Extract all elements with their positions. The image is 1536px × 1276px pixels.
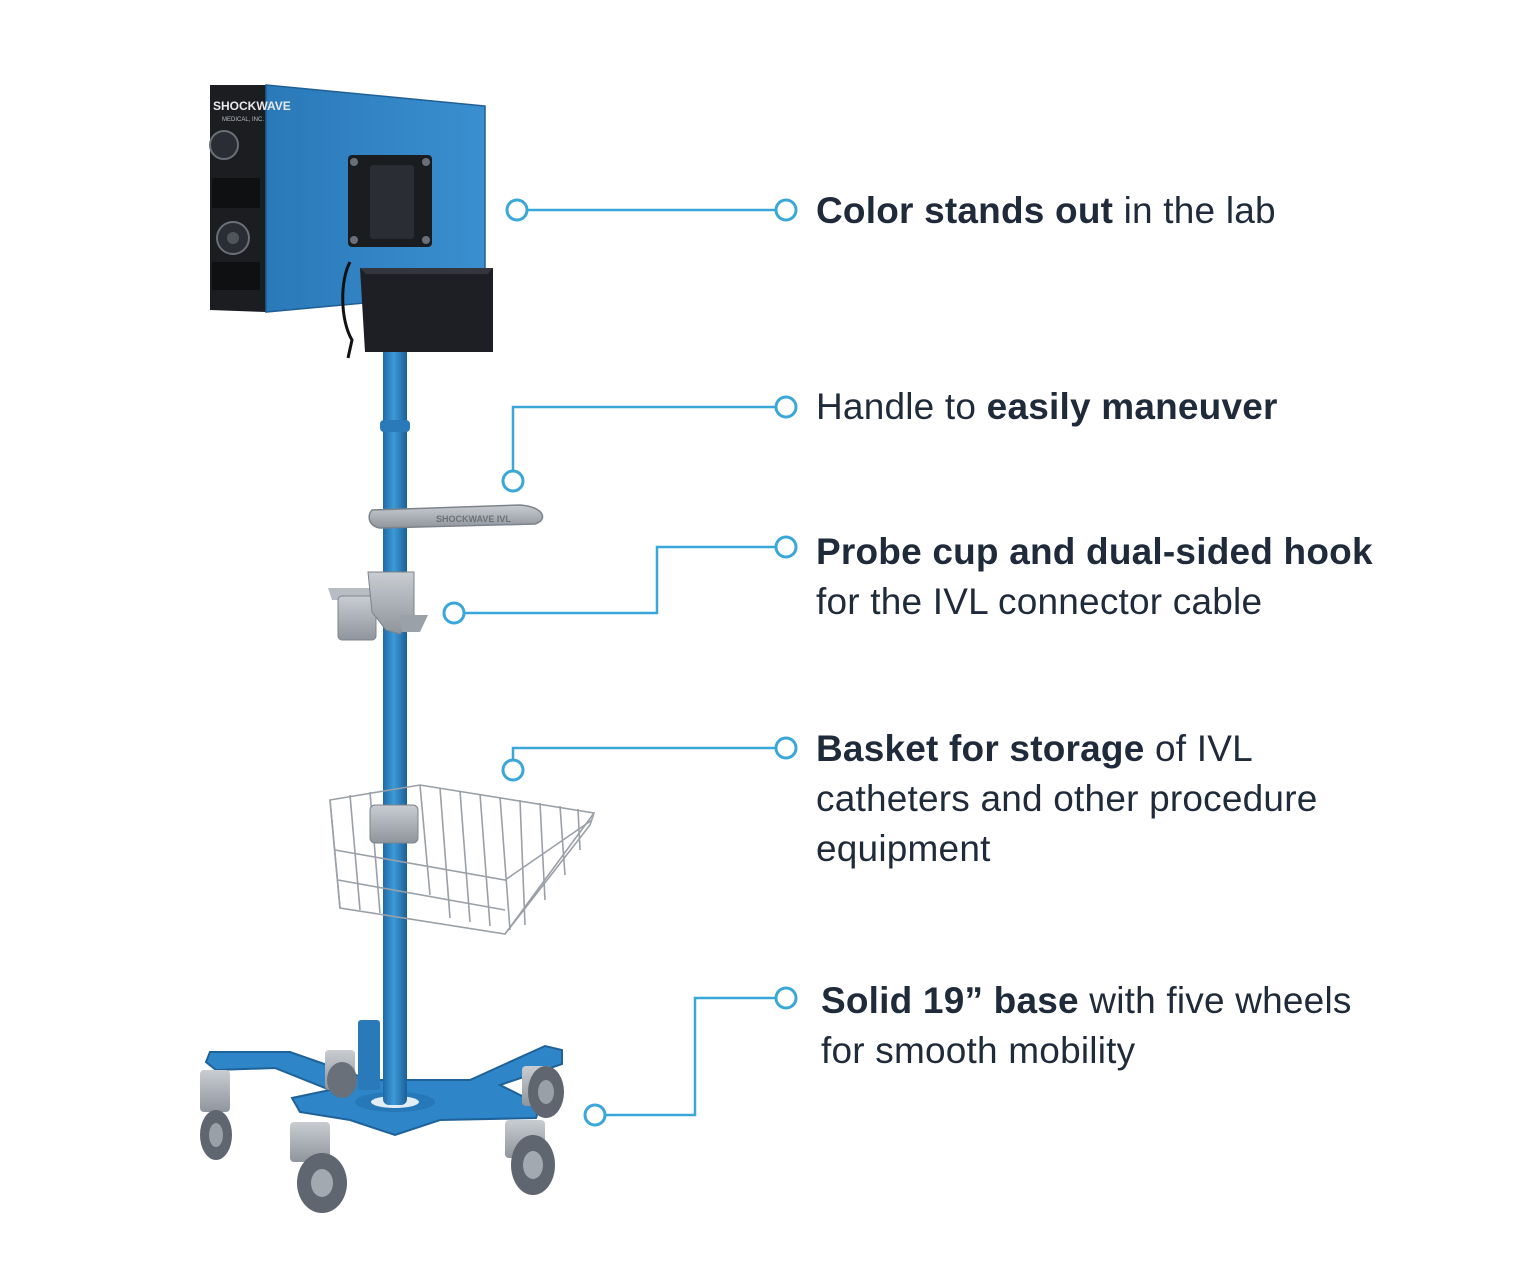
monitor-subbrand: MEDICAL, INC. — [222, 117, 264, 123]
wheel-icon — [505, 1120, 555, 1195]
handle-brand: SHOCKWAVE IVL — [436, 514, 511, 524]
callout-color-bold: Color stands out — [816, 190, 1114, 231]
callout-handle-pre: Handle to — [816, 386, 987, 427]
dot-icon — [774, 986, 798, 1010]
callout-base-bold: Solid 19” base — [821, 980, 1079, 1021]
callout-base: Solid 19” base with five wheels for smoo… — [821, 976, 1352, 1076]
wheel-icon — [325, 1050, 357, 1098]
callout-color: Color stands out in the lab — [816, 186, 1276, 236]
monitor-brand: SHOCKWAVE — [213, 99, 291, 113]
callout-base-rest: with five wheels — [1078, 980, 1352, 1021]
power-box — [341, 261, 493, 359]
leader-line-base — [605, 996, 776, 1117]
callout-probe: Probe cup and dual-sided hook for the IV… — [816, 527, 1373, 627]
cart-handle: SHOCKWAVE IVL — [368, 504, 544, 529]
callout-probe-bold: Probe cup and dual-sided hook — [816, 531, 1373, 572]
callout-basket: Basket for storage of IVL catheters and … — [816, 724, 1318, 874]
callout-basket-bold: Basket for storage — [816, 728, 1145, 769]
dot-icon — [505, 198, 529, 222]
probe-cup-hook — [328, 571, 428, 641]
leader-line-basket — [511, 746, 776, 759]
dot-icon — [774, 395, 798, 419]
callout-probe-line2: for the IVL connector cable — [816, 581, 1263, 622]
basket-clamp — [369, 804, 419, 844]
dot-icon — [774, 535, 798, 559]
dot-icon — [501, 469, 525, 493]
callout-basket-rest: of IVL — [1144, 728, 1253, 769]
callout-dots — [442, 198, 798, 1127]
callout-lines — [465, 208, 776, 1117]
leader-line-handle — [511, 405, 776, 470]
wheel-icon — [200, 1070, 232, 1160]
wheel-icon — [290, 1122, 347, 1213]
callout-color-rest: in the lab — [1113, 190, 1276, 231]
monitor-mount — [348, 155, 432, 247]
dot-icon — [442, 601, 466, 625]
storage-basket — [329, 784, 596, 935]
leader-line-probe — [465, 545, 776, 615]
wheel-icon — [522, 1066, 564, 1118]
callout-base-line2: for smooth mobility — [821, 1030, 1136, 1071]
callout-basket-line3: equipment — [816, 828, 991, 869]
dot-icon — [583, 1103, 607, 1127]
callout-basket-line2: catheters and other procedure — [816, 778, 1318, 819]
callout-handle-bold: easily maneuver — [986, 386, 1278, 427]
callout-handle: Handle to easily maneuver — [816, 382, 1278, 432]
dot-icon — [774, 736, 798, 760]
dot-icon — [501, 758, 525, 782]
dot-icon — [774, 198, 798, 222]
